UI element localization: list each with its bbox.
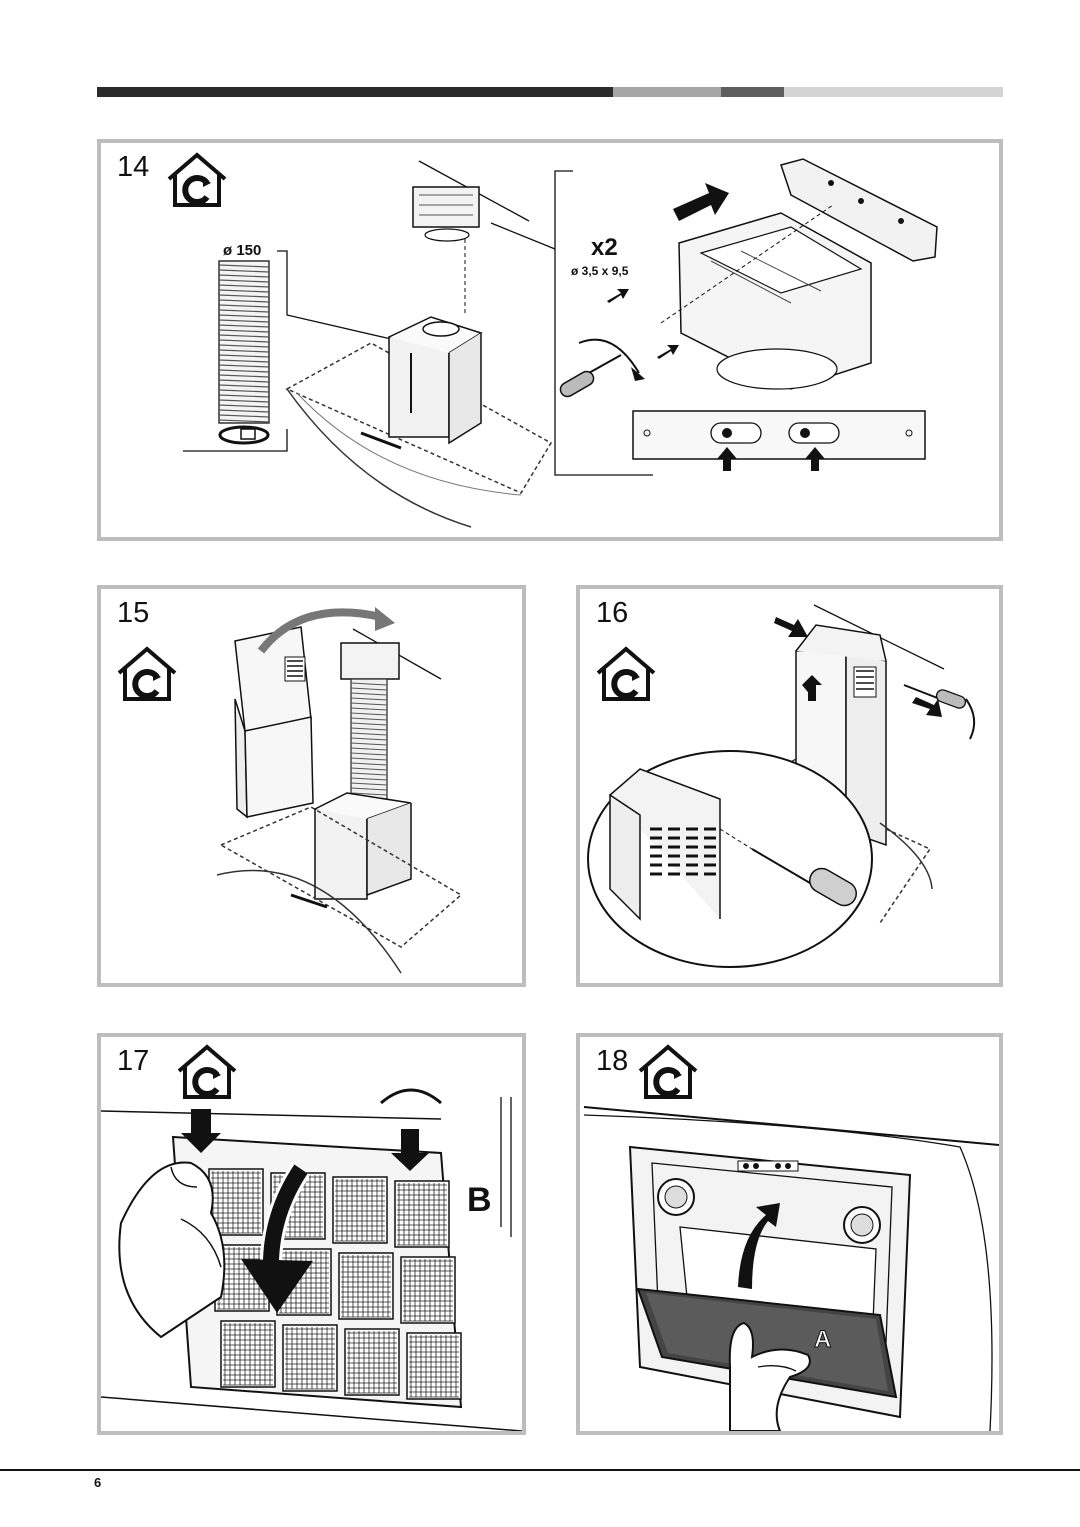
step-14-panel: 14 ø 150 — [97, 139, 1003, 541]
step-number: 16 — [596, 597, 629, 629]
up-arrow-icon — [805, 447, 825, 471]
step-number: 17 — [117, 1045, 150, 1077]
hand-icon — [728, 1321, 811, 1431]
arrow-icon — [912, 697, 942, 717]
step-16-illustration — [587, 604, 976, 968]
motor-box — [388, 316, 483, 445]
control-buttons — [737, 1160, 799, 1172]
step-16-panel: 16 — [576, 585, 1003, 987]
step-14-illustration: ø 150 x2 ø 3,5 x 9,5 — [183, 158, 938, 528]
ventilation-unit — [660, 204, 872, 390]
duct-and-outlet — [340, 628, 442, 800]
header-bar-segment-dark — [97, 87, 613, 97]
header-bar-segment-light — [613, 87, 721, 97]
chimney-cover — [234, 626, 314, 819]
down-arrow-icon — [391, 1129, 429, 1171]
up-arrow-icon — [717, 447, 737, 471]
hood-glass-canopy — [285, 342, 553, 528]
ceiling-outlet — [412, 160, 530, 315]
arrow-icon — [802, 675, 822, 701]
page-number: 6 — [94, 1475, 102, 1490]
part-label-a: A — [814, 1326, 831, 1353]
step-18-illustration: A — [583, 1106, 999, 1431]
hood-glass-canopy — [216, 806, 463, 974]
flexible-duct — [218, 260, 270, 445]
direction-arrow-icon — [673, 183, 729, 221]
screw-size-label: ø 3,5 x 9,5 — [571, 264, 629, 278]
step-17-panel: 17 B — [97, 1033, 526, 1435]
step-number: 14 — [117, 151, 150, 183]
step-17-illustration: B — [101, 1088, 522, 1431]
motor-box — [314, 792, 412, 900]
footer-rule — [0, 1469, 1080, 1471]
header-bar — [97, 87, 1003, 97]
screw-arrow-icon — [607, 289, 629, 303]
house-recirculation-icon — [638, 1044, 698, 1099]
bracket-strip — [632, 410, 926, 460]
grease-filter — [171, 1135, 463, 1409]
step-15-panel: 15 — [97, 585, 526, 987]
step-18-panel: 18 A — [576, 1033, 1003, 1435]
header-bar-segment-mid — [721, 87, 784, 97]
screwdriver-icon — [559, 338, 645, 398]
quantity-label: x2 — [591, 234, 618, 261]
hand-icon — [118, 1161, 226, 1339]
detail-magnifier — [587, 750, 873, 968]
step-number: 18 — [596, 1045, 629, 1077]
house-recirculation-icon — [117, 646, 177, 701]
screw-arrow-icon — [657, 345, 679, 359]
house-recirculation-icon — [177, 1044, 237, 1099]
carbon-filter — [636, 1287, 898, 1399]
curved-arrow-icon — [257, 608, 382, 654]
up-arrow-icon — [738, 1203, 780, 1289]
house-recirculation-icon — [167, 152, 227, 207]
down-arrow-icon — [181, 1109, 221, 1153]
step-number: 15 — [117, 597, 150, 629]
duct-diameter-label: ø 150 — [223, 242, 261, 259]
step-15-illustration — [216, 607, 463, 974]
mounting-bracket — [780, 158, 938, 262]
screwdriver-icon — [903, 684, 976, 740]
arrow-icon — [774, 617, 808, 637]
part-label-b: B — [467, 1181, 492, 1219]
header-bar-segment-pale — [784, 87, 1003, 97]
house-recirculation-icon — [596, 646, 656, 701]
